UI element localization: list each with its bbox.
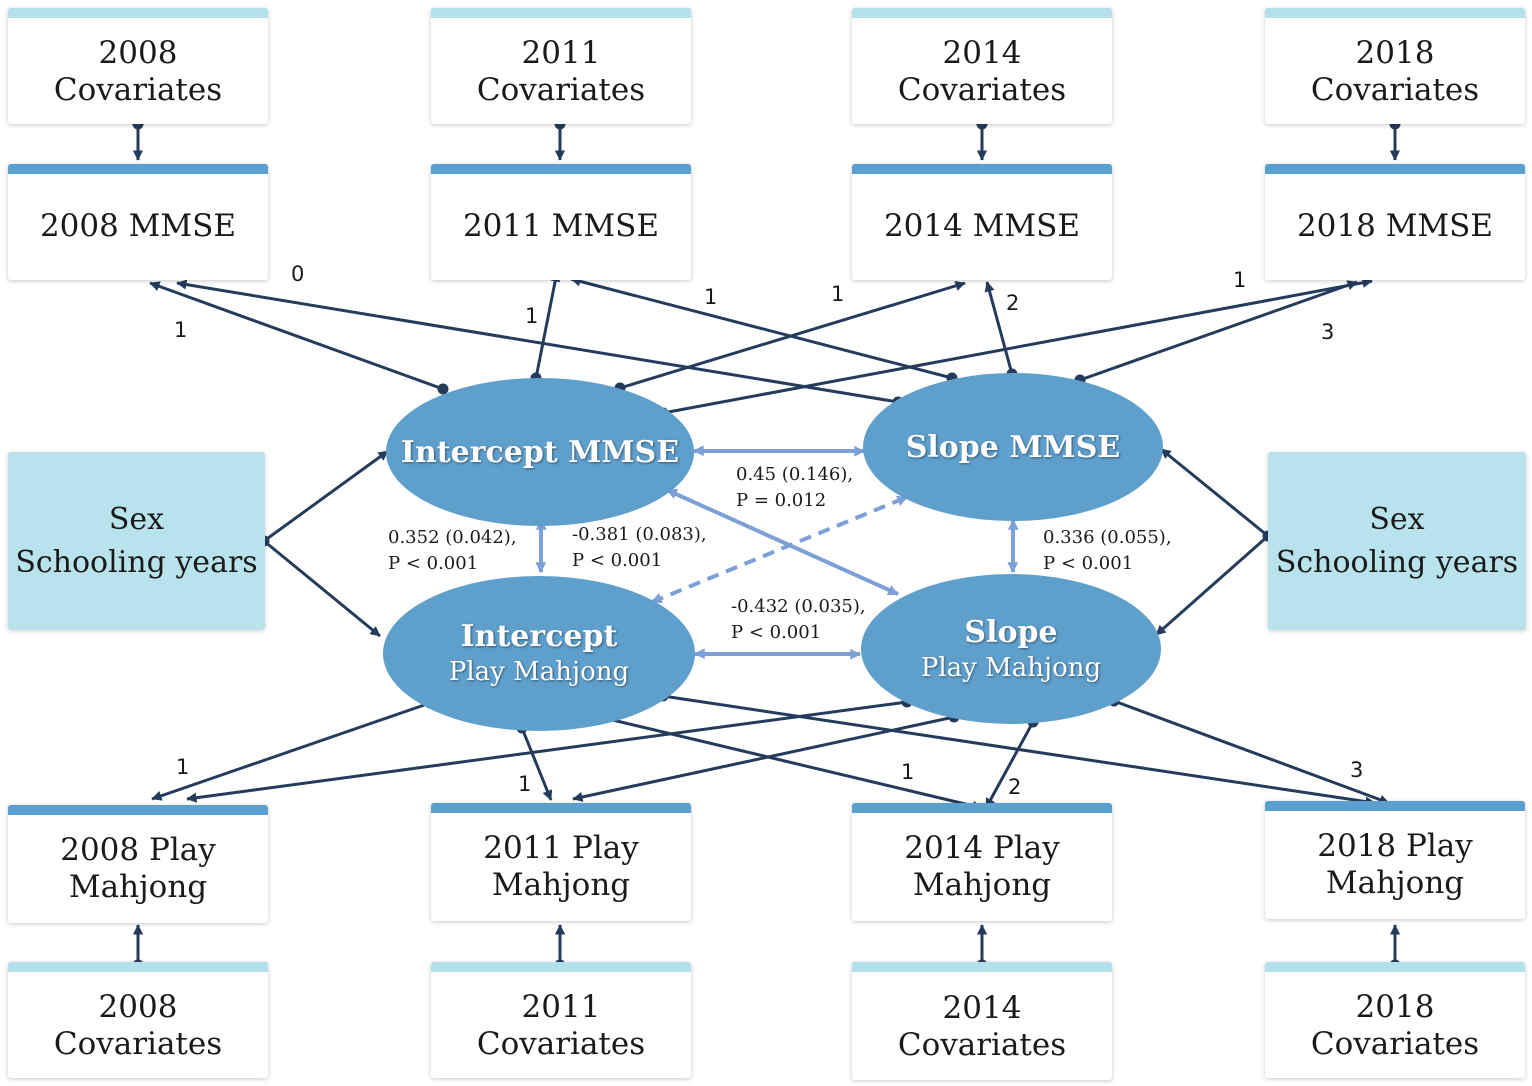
latent-slope-mahjong: Slope Play Mahjong (861, 574, 1161, 724)
year-label: 2014 (942, 989, 1022, 1026)
loading-label: 2 (1008, 775, 1022, 799)
loading-label: 1 (704, 285, 718, 309)
year-label: 2018 (1355, 34, 1435, 71)
mmse-loading-paths (149, 271, 1373, 419)
control-sex-label: Sex (108, 501, 165, 537)
mahjong-label-line2: Mahjong (912, 867, 1052, 903)
corr-p: P < 0.001 (1043, 553, 1134, 575)
corr-p: P < 0.001 (388, 553, 479, 575)
latent-label: Intercept (460, 619, 618, 655)
loading-label: 1 (174, 318, 188, 342)
latent-slope-mmse: Slope MMSE (863, 373, 1163, 521)
controls-right: Sex Schooling years (1268, 452, 1526, 630)
loading-label: 1 (831, 282, 845, 306)
corr-intercepts: 0.352 (0.042), P < 0.001 (388, 525, 517, 577)
covariate-to-mahjong-arrows (132, 924, 1401, 971)
covariates-label: Covariates (897, 1027, 1067, 1063)
latent-label: Slope (964, 614, 1058, 650)
covariates-2018-bottom: 2018 Covariates (1265, 962, 1525, 1078)
control-schooling-label: Schooling years (1275, 545, 1519, 580)
year-label: 2008 (98, 34, 178, 71)
mmse-label: 2014 MMSE (883, 208, 1081, 245)
mmse-2008: 2008 MMSE (8, 164, 268, 280)
mahjong-loading-paths (151, 690, 1390, 811)
covariates-2014-bottom: 2014 Covariates (852, 962, 1112, 1080)
covariates-2018-top: 2018 Covariates (1265, 8, 1525, 124)
year-label: 2018 (1355, 988, 1435, 1025)
latent-sublabel: Play Mahjong (920, 652, 1102, 683)
year-label: 2011 (521, 988, 601, 1025)
covariates-label: Covariates (897, 72, 1067, 108)
mmse-2018: 2018 MMSE (1265, 164, 1525, 280)
latent-label: Intercept MMSE (400, 434, 680, 470)
covariates-label: Covariates (53, 1026, 223, 1062)
mmse-label: 2008 MMSE (39, 208, 237, 245)
covariates-2014-top: 2014 Covariates (852, 8, 1112, 124)
correlation-paths (535, 445, 1019, 660)
controls-left: Sex Schooling years (8, 452, 265, 630)
mahjong-label-line1: 2011 Play (483, 829, 639, 866)
corr-p: P < 0.001 (572, 550, 663, 572)
loading-label: 1 (1233, 268, 1247, 292)
corr-coef: 0.336 (0.055), (1043, 527, 1172, 548)
loading-label: 2 (1006, 291, 1020, 315)
corr-coef: 0.352 (0.042), (388, 527, 517, 548)
covariates-2011-top: 2011 Covariates (431, 8, 691, 124)
corr-p: P = 0.012 (736, 490, 827, 512)
mahjong-label-line2: Mahjong (1325, 865, 1465, 901)
mahjong-label-line1: 2008 Play (60, 831, 216, 868)
year-label: 2008 (98, 988, 178, 1025)
loading-label: 3 (1321, 320, 1335, 344)
year-label: 2011 (521, 34, 601, 71)
covariate-to-mmse-arrows (132, 118, 1401, 161)
covariates-label: Covariates (476, 1026, 646, 1062)
covariates-label: Covariates (53, 72, 223, 108)
mahjong-label-line1: 2018 Play (1317, 827, 1473, 864)
loading-label: 1 (525, 304, 539, 328)
latent-intercept-mmse: Intercept MMSE (386, 378, 694, 526)
control-schooling-label: Schooling years (15, 545, 258, 580)
covariates-label: Covariates (1310, 1026, 1480, 1062)
control-sex-label: Sex (1369, 501, 1425, 537)
mmse-label: 2011 MMSE (462, 208, 660, 245)
mahjong-2008: 2008 Play Mahjong (8, 805, 268, 923)
corr-intercept-mmse-slope-mahjong: -0.381 (0.083), P < 0.001 (572, 522, 707, 574)
corr-intercept-slope-mahjong: -0.432 (0.035), P < 0.001 (731, 594, 866, 646)
year-label: 2014 (942, 34, 1022, 71)
mahjong-2018: 2018 Play Mahjong (1265, 801, 1525, 919)
loading-label: 3 (1350, 758, 1364, 782)
mmse-label: 2018 MMSE (1296, 208, 1494, 245)
mmse-2011: 2011 MMSE (431, 164, 691, 280)
loading-label: 0 (291, 262, 305, 286)
mahjong-label-line2: Mahjong (491, 867, 631, 903)
covariates-label: Covariates (476, 72, 646, 108)
loading-label: 1 (176, 755, 190, 779)
covariates-2008-bottom: 2008 Covariates (8, 962, 268, 1078)
loading-label: 1 (518, 772, 532, 796)
mahjong-2014: 2014 Play Mahjong (852, 803, 1112, 921)
latent-sublabel: Play Mahjong (448, 657, 630, 688)
mmse-2014: 2014 MMSE (852, 164, 1112, 280)
latent-intercept-mahjong: Intercept Play Mahjong (383, 576, 695, 731)
corr-coef: -0.381 (0.083), (572, 524, 707, 545)
corr-coef: -0.432 (0.035), (731, 596, 866, 617)
corr-intercept-slope-mmse: 0.45 (0.146), P = 0.012 (736, 462, 853, 514)
latent-label: Slope MMSE (905, 429, 1121, 465)
covariates-2008-top: 2008 Covariates (8, 8, 268, 124)
covariates-2011-bottom: 2011 Covariates (431, 962, 691, 1078)
covariates-label: Covariates (1310, 72, 1480, 108)
corr-p: P < 0.001 (731, 622, 822, 644)
mahjong-label-line2: Mahjong (68, 869, 208, 905)
loading-label: 1 (901, 760, 915, 784)
corr-slopes: 0.336 (0.055), P < 0.001 (1043, 525, 1172, 577)
mahjong-label-line1: 2014 Play (904, 829, 1060, 866)
corr-coef: 0.45 (0.146), (736, 464, 854, 485)
mahjong-2011: 2011 Play Mahjong (431, 803, 691, 921)
